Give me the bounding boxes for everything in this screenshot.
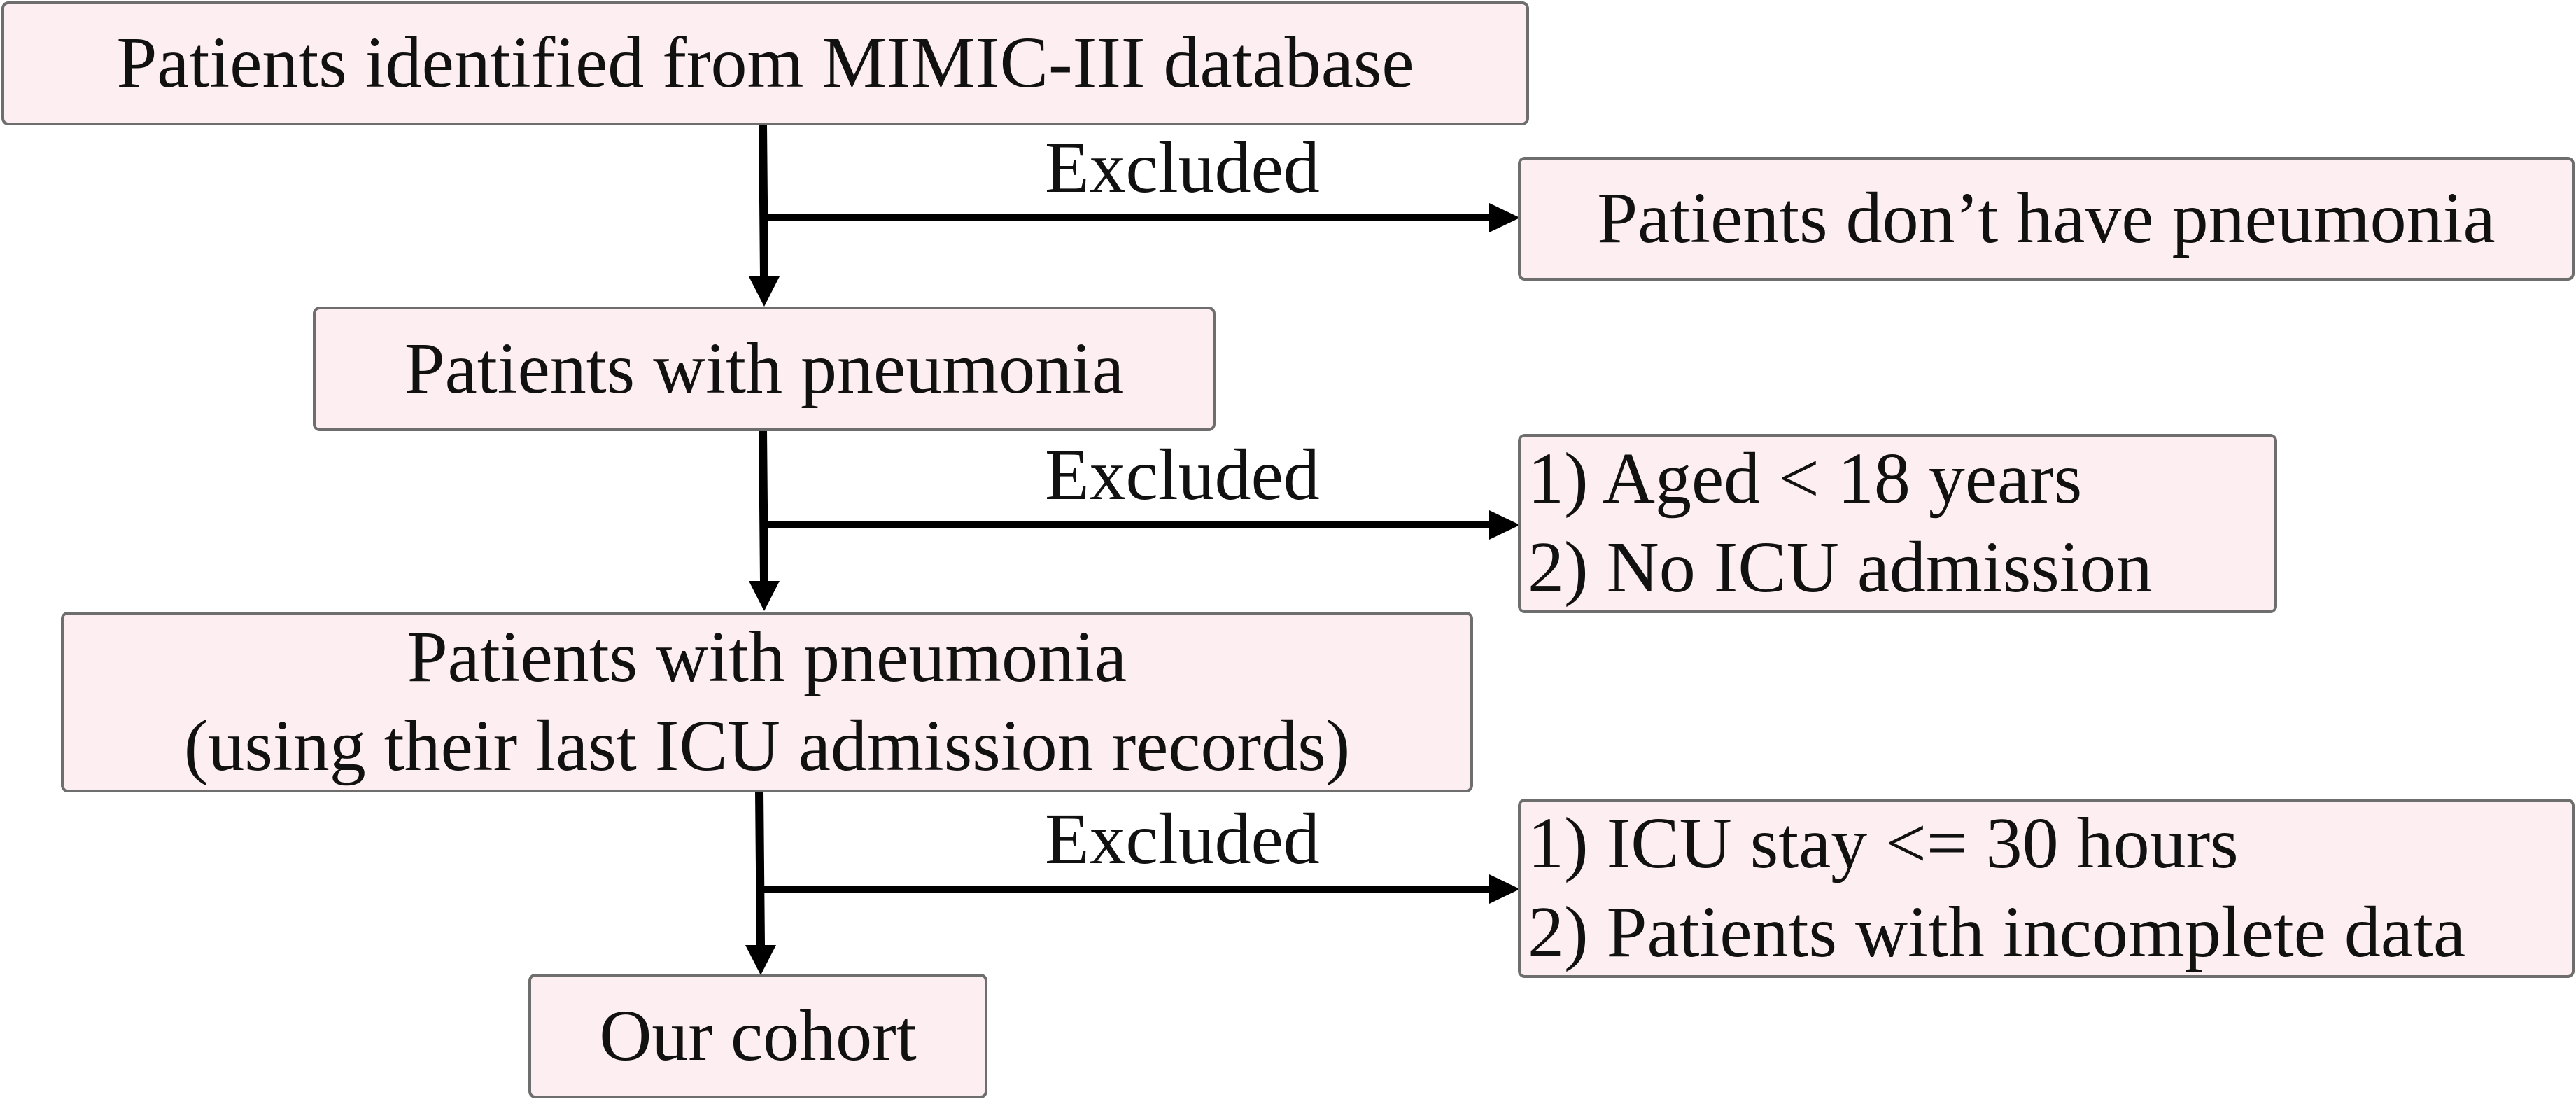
exclusion-arrow-3 xyxy=(759,874,1520,904)
exclusion-box-2: 1) Aged < 18 years 2) No ICU admission xyxy=(1518,434,2277,613)
exclusion-3-line2: 2) Patients with incomplete data xyxy=(1528,892,2466,972)
step-pneumonia-text: Patients with pneumonia xyxy=(404,328,1125,409)
exclusion-2-line2: 2) No ICU admission xyxy=(1528,527,2153,608)
down-arrow-3 xyxy=(745,790,776,975)
step-last-icu-line1: Patients with pneumonia xyxy=(407,617,1127,698)
step-pneumonia-box: Patients with pneumonia xyxy=(313,307,1216,431)
step-last-icu-box: Patients with pneumonia (using their las… xyxy=(61,612,1473,792)
step-cohort-box: Our cohort xyxy=(528,974,987,1098)
step-identified-box: Patients identified from MIMIC-III datab… xyxy=(1,1,1529,125)
exclusion-arrow-1 xyxy=(763,203,1520,232)
down-arrow-1 xyxy=(749,124,780,307)
exclusion-arrow-2 xyxy=(763,510,1520,540)
exclusion-3-line1: 1) ICU stay <= 30 hours xyxy=(1528,803,2239,884)
excluded-label-3: Excluded xyxy=(1045,799,1320,879)
exclusion-1-text: Patients don’t have pneumonia xyxy=(1597,178,2496,259)
step-cohort-text: Our cohort xyxy=(599,995,917,1076)
step-identified-text: Patients identified from MIMIC-III datab… xyxy=(116,22,1414,104)
exclusion-box-1: Patients don’t have pneumonia xyxy=(1518,157,2575,281)
down-arrow-2 xyxy=(749,429,780,611)
excluded-label-1: Excluded xyxy=(1045,127,1320,208)
exclusion-2-line1: 1) Aged < 18 years xyxy=(1528,438,2083,519)
step-last-icu-line2: (using their last ICU admission records) xyxy=(183,706,1351,786)
exclusion-box-3: 1) ICU stay <= 30 hours 2) Patients with… xyxy=(1518,799,2575,978)
excluded-label-2: Excluded xyxy=(1045,435,1320,515)
